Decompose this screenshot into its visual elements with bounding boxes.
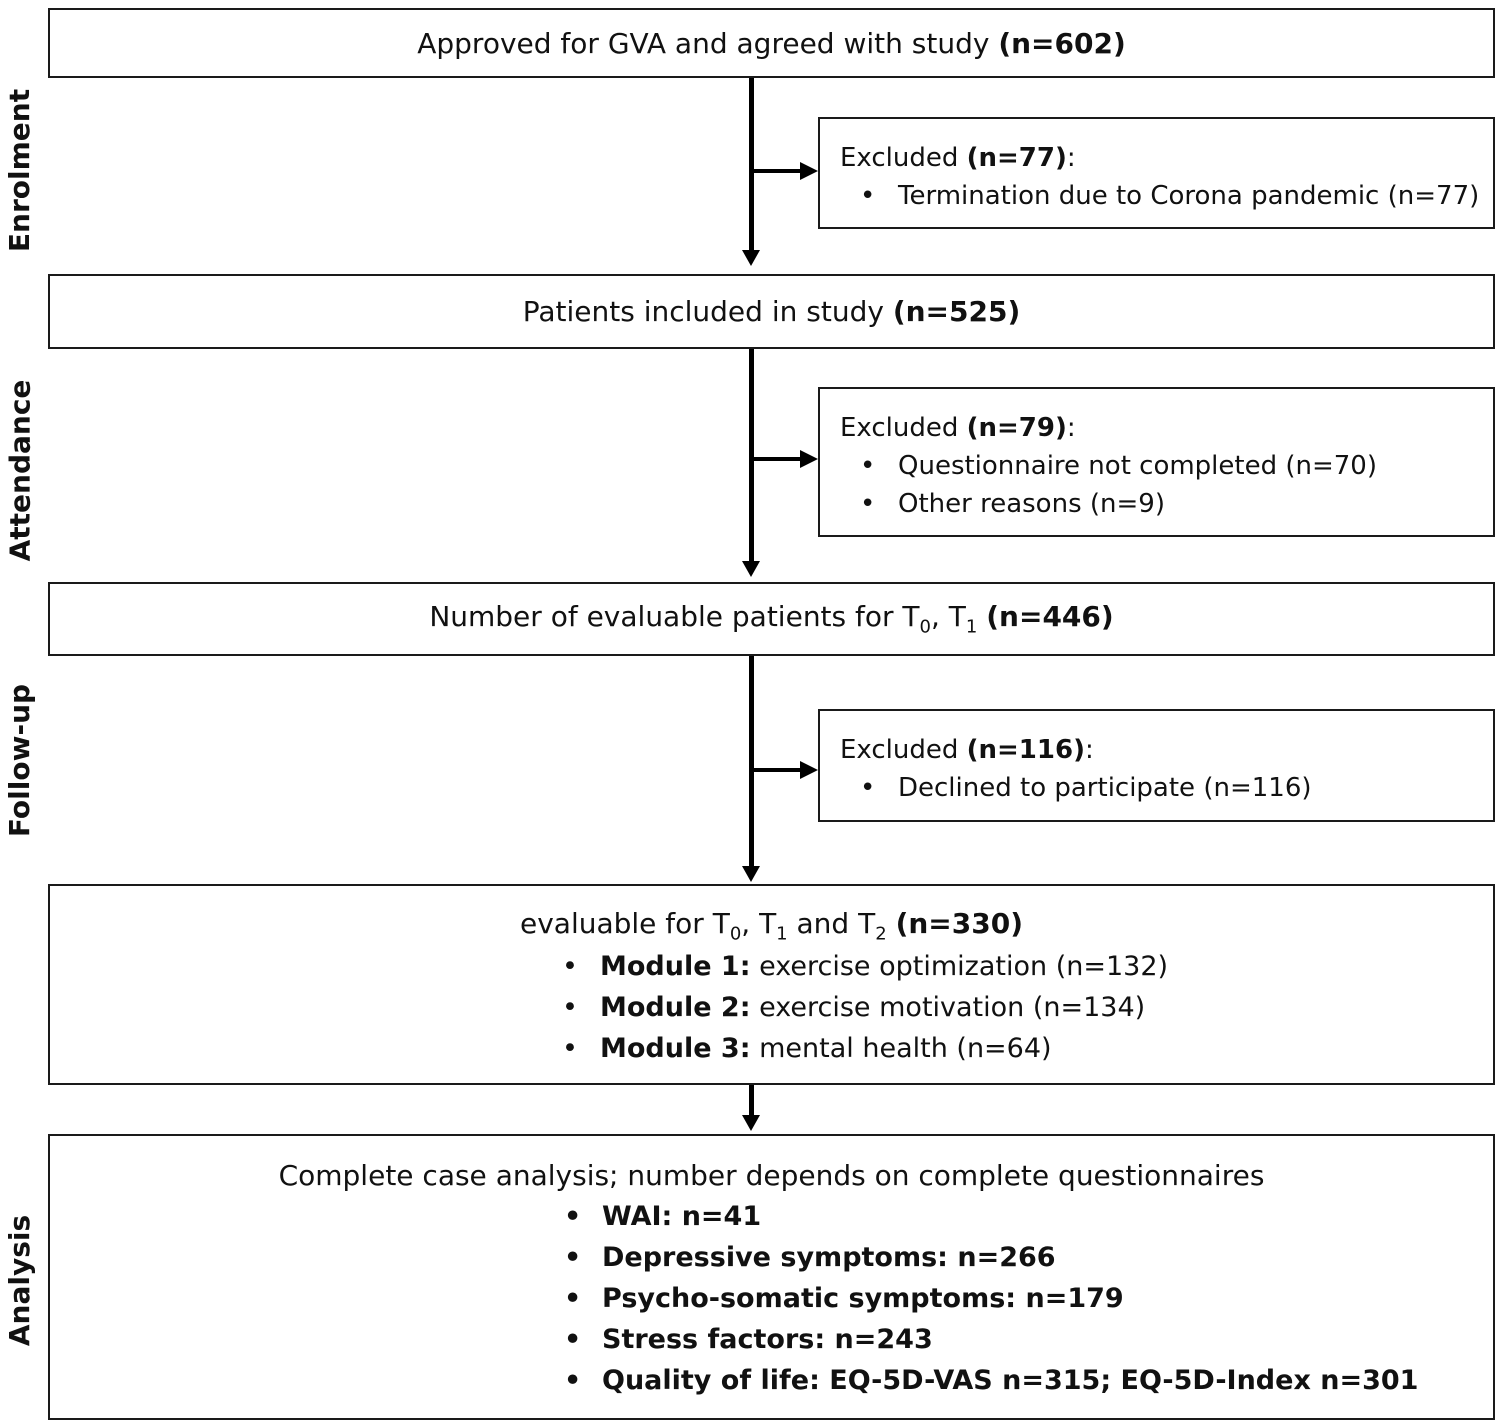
list-item: Depressive symptoms: n=266 — [544, 1237, 1418, 1278]
evaluable-t0-t1-box: Number of evaluable patients for T0, T1 … — [48, 582, 1495, 656]
exclusion-list-3: Declined to participate (n=116) — [840, 769, 1493, 807]
branch-line — [750, 169, 802, 173]
list-item: Module 3: mental health (n=64) — [542, 1028, 1168, 1069]
evaluable-t0-t1-t2-count: (n=330) — [895, 907, 1024, 940]
approved-box: Approved for GVA and agreed with study (… — [48, 8, 1495, 78]
module-list: Module 1: exercise optimization (n=132) … — [542, 946, 1168, 1069]
included-box: Patients included in study (n=525) — [48, 274, 1495, 349]
stage-label-attendance: Attendance — [3, 379, 37, 561]
included-text: Patients included in study — [522, 295, 893, 328]
list-item: Module 1: exercise optimization (n=132) — [542, 946, 1168, 987]
flow-line — [749, 1085, 754, 1115]
evaluable-t0-t1-t2-box: evaluable for T0, T1 and T2 (n=330) Modu… — [48, 884, 1495, 1085]
evaluable-t0-t1-count: (n=446) — [986, 600, 1114, 634]
stage-label-follow-up: Follow-up — [3, 683, 37, 837]
exclusion-list-1: Termination due to Corona pandemic (n=77… — [840, 177, 1493, 215]
flow-line — [749, 656, 754, 866]
included-count: (n=525) — [892, 295, 1021, 328]
arrow-right-icon — [800, 450, 818, 468]
stage-label-enrolment: Enrolment — [3, 88, 37, 252]
arrow-down-icon — [742, 250, 760, 266]
list-item: Declined to participate (n=116) — [840, 769, 1493, 807]
list-item: Termination due to Corona pandemic (n=77… — [840, 177, 1493, 215]
exclusion-box-3: Excluded (n=116): Declined to participat… — [818, 709, 1495, 822]
stage-label-analysis: Analysis — [3, 1214, 37, 1346]
approved-count: (n=602) — [998, 26, 1126, 60]
arrow-down-icon — [742, 561, 760, 577]
flow-line — [749, 78, 754, 250]
arrow-down-icon — [742, 866, 760, 882]
arrow-right-icon — [800, 162, 818, 180]
analysis-box: Complete case analysis; number depends o… — [48, 1134, 1495, 1420]
list-item: Stress factors: n=243 — [544, 1319, 1418, 1360]
arrow-right-icon — [800, 761, 818, 779]
list-item: Other reasons (n=9) — [840, 485, 1493, 523]
list-item: Questionnaire not completed (n=70) — [840, 447, 1493, 485]
list-item: Quality of life: EQ-5D-VAS n=315; EQ-5D-… — [544, 1360, 1418, 1401]
list-item: Psycho-somatic symptoms: n=179 — [544, 1278, 1418, 1319]
list-item: WAI: n=41 — [544, 1196, 1418, 1237]
arrow-down-icon — [742, 1115, 760, 1131]
analysis-list: WAI: n=41 Depressive symptoms: n=266 Psy… — [544, 1196, 1418, 1401]
approved-text: Approved for GVA and agreed with study — [417, 26, 999, 60]
exclusion-box-2: Excluded (n=79): Questionnaire not compl… — [818, 387, 1495, 537]
branch-line — [750, 768, 802, 772]
analysis-heading: Complete case analysis; number depends o… — [278, 1159, 1265, 1192]
list-item: Module 2: exercise motivation (n=134) — [542, 987, 1168, 1028]
flow-line — [749, 349, 754, 561]
exclusion-box-1: Excluded (n=77): Termination due to Coro… — [818, 117, 1495, 229]
exclusion-list-2: Questionnaire not completed (n=70) Other… — [840, 447, 1493, 523]
branch-line — [750, 457, 802, 461]
